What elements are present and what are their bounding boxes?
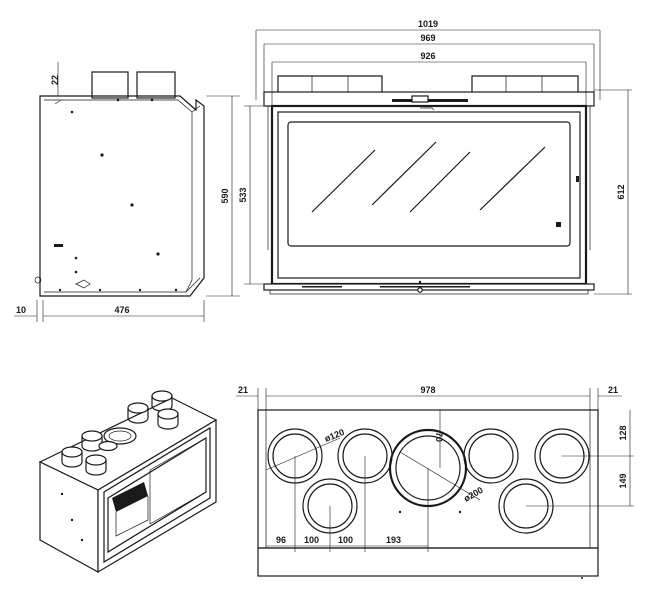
dim-70: 70 bbox=[434, 432, 444, 442]
dim-476: 476 bbox=[114, 305, 129, 315]
dim-149: 149 bbox=[618, 473, 628, 488]
dim-22: 22 bbox=[50, 75, 60, 85]
front-damper-handle bbox=[392, 99, 468, 102]
front-frame bbox=[270, 104, 588, 286]
top-base bbox=[257, 547, 599, 577]
iso-grate bbox=[112, 482, 148, 512]
isometric-view bbox=[38, 390, 218, 574]
front-view: 1019 969 926 533 612 bbox=[238, 19, 632, 295]
glass-reflection bbox=[311, 149, 376, 213]
dim-21-left: 21 bbox=[238, 385, 248, 395]
dim-978: 978 bbox=[420, 385, 435, 395]
dim-193: 193 bbox=[386, 535, 401, 545]
dim-dia-200: ø200 bbox=[462, 485, 485, 504]
dim-100-a: 100 bbox=[304, 535, 319, 545]
side-collar-right bbox=[136, 71, 176, 99]
iso-collars bbox=[61, 390, 179, 476]
front-glass bbox=[287, 121, 571, 247]
dim-96: 96 bbox=[276, 535, 286, 545]
side-collar-left bbox=[91, 71, 129, 99]
top-collars bbox=[267, 428, 590, 534]
side-label-plate bbox=[54, 244, 63, 247]
side-body-outline bbox=[39, 95, 205, 297]
front-collar-right bbox=[471, 75, 579, 92]
iso-central-flue bbox=[103, 427, 137, 445]
dim-21-right: 21 bbox=[608, 385, 618, 395]
dim-1019: 1019 bbox=[418, 19, 438, 29]
iso-front-face bbox=[97, 418, 217, 574]
dim-10: 10 bbox=[16, 305, 26, 315]
dim-926: 926 bbox=[420, 51, 435, 61]
dim-590: 590 bbox=[220, 188, 230, 203]
front-logo bbox=[556, 222, 561, 227]
dim-612: 612 bbox=[616, 184, 626, 199]
front-collar-left bbox=[277, 75, 383, 92]
side-view: 22 590 10 476 bbox=[14, 62, 240, 322]
dim-969: 969 bbox=[420, 33, 435, 43]
side-body-inner bbox=[44, 99, 193, 293]
dim-100-b: 100 bbox=[338, 535, 353, 545]
top-view: 21 978 21 ø120 ø200 70 128 149 96 100 10… bbox=[236, 385, 634, 579]
dim-128: 128 bbox=[618, 425, 628, 440]
dim-533: 533 bbox=[238, 187, 248, 202]
front-door bbox=[277, 111, 581, 279]
